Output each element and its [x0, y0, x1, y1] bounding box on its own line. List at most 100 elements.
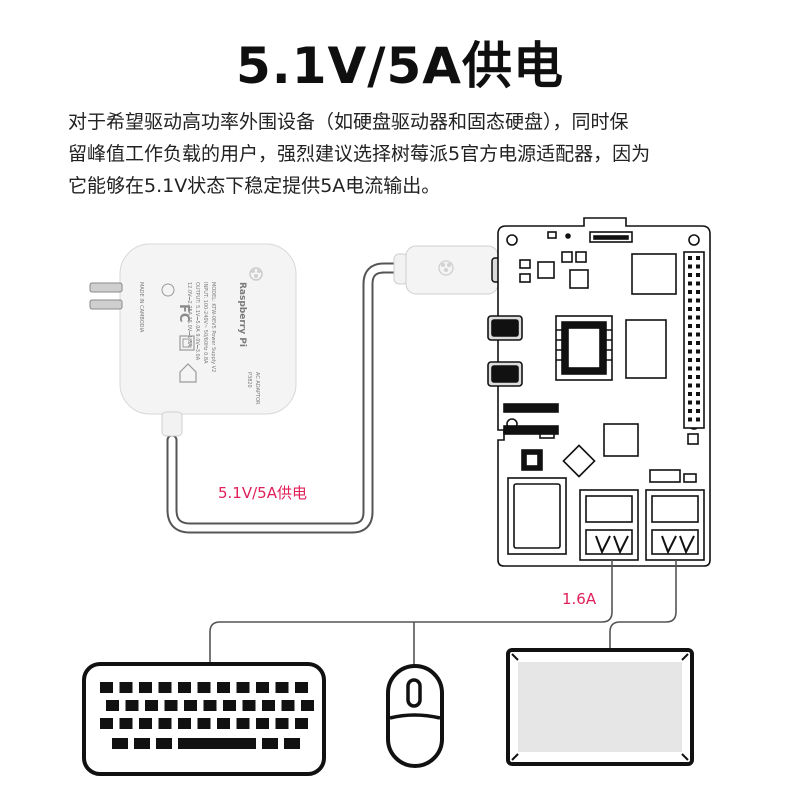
gpio-pin: [696, 264, 700, 269]
keyboard-key: [119, 718, 133, 729]
gpio-pin: [688, 264, 692, 269]
adapter-side-2: P3820: [246, 372, 252, 388]
gpio-pin: [688, 375, 692, 379]
gpio-pin: [696, 307, 700, 311]
keyboard-key: [134, 738, 150, 749]
gpio-pin: [696, 409, 700, 413]
gpio-pin: [696, 290, 700, 294]
gpio-pin: [688, 366, 692, 371]
gpio-pin: [688, 273, 692, 277]
plug-prong-bottom: [89, 299, 123, 310]
keyboard-key: [139, 682, 152, 693]
usb-cables: [209, 560, 677, 664]
gpio-pin: [696, 324, 700, 328]
keyboard-key: [217, 682, 230, 693]
gpio-pin: [696, 349, 700, 354]
gpio-pin: [696, 341, 700, 345]
gpio-pin: [688, 341, 692, 345]
gpio-pin: [688, 383, 692, 388]
keyboard-icon: [82, 662, 326, 776]
keyboard-key: [158, 718, 172, 729]
keyboard-key: [256, 718, 269, 729]
adapter-spec-1: INPUT: 100-240V~ 50/60Hz 0.8A: [202, 282, 208, 364]
keyboard-key: [178, 738, 256, 749]
keyboard-key: [284, 738, 300, 749]
gpio-pin: [696, 256, 700, 260]
gpio-pin: [688, 358, 692, 362]
gpio-pin: [696, 375, 700, 379]
keyboard-key: [217, 718, 230, 729]
keyboard-key: [203, 700, 217, 711]
keyboard-key: [256, 682, 269, 693]
raspberry-pi-board: [487, 217, 711, 567]
keyboard-key: [178, 718, 191, 729]
keyboard-key: [223, 700, 236, 711]
ul-mark-icon: [161, 283, 175, 297]
keyboard-key: [112, 738, 128, 749]
keyboard-key: [158, 682, 172, 693]
gpio-pin: [696, 392, 700, 396]
keyboard-key: [242, 700, 256, 711]
gpio-pin: [696, 400, 700, 405]
adapter-side-1: AC ADAPTOR: [254, 372, 260, 405]
power-cable: [166, 262, 404, 534]
gpio-pin: [688, 290, 692, 294]
fcc-mark-icon: FC: [176, 304, 191, 322]
keyboard-key: [197, 682, 211, 693]
gpio-pin: [696, 332, 700, 337]
gpio-pin: [688, 298, 692, 303]
adapter-spec-2: OUTPUT: 5.1V⎓5.0A 9.0V⎓3.0A: [194, 282, 200, 361]
gpio-pin: [696, 383, 700, 388]
keyboard-key: [139, 718, 152, 729]
display-icon: [506, 648, 694, 766]
description-line-2: 留峰值工作负载的用户，强烈建议选择树莓派5官方电源适配器，因为: [68, 143, 651, 165]
adapter-origin: MADE IN CAMBODIA: [138, 282, 144, 333]
gpio-pin: [688, 392, 692, 396]
keyboard-key: [100, 718, 113, 729]
raspberry-logo-small: [438, 260, 454, 276]
keyboard-key: [156, 738, 172, 749]
gpio-pin: [696, 298, 700, 303]
keyboard-key: [236, 718, 250, 729]
power-line-label: 5.1V/5A供电: [218, 484, 307, 502]
power-adapter: Raspberry Pi MODEL: KTW-0EV5 Power Suppl…: [89, 243, 297, 437]
keyboard-key: [106, 700, 119, 711]
usb-port-pair-left: [579, 489, 639, 561]
keyboard-key: [100, 682, 113, 693]
page-title: 5.1V/5A供电: [235, 37, 565, 95]
raspberry-logo: [249, 267, 263, 281]
keyboard-key: [301, 700, 314, 711]
gpio-pin: [696, 358, 700, 362]
keyboard-key: [275, 718, 289, 729]
mouse-icon: [386, 664, 444, 768]
keyboard-key: [145, 700, 158, 711]
gpio-pin: [696, 281, 700, 286]
gpio-pin: [688, 281, 692, 286]
keyboard-key: [236, 682, 250, 693]
adapter-model: MODEL: KTW-0EV5 Power Supply V2: [210, 282, 216, 372]
usb-port-pair-right: [645, 489, 705, 561]
class2-mark-icon: [179, 335, 195, 351]
gpio-pin: [696, 273, 700, 277]
gpio-pin: [688, 256, 692, 260]
plug-prong-top: [89, 282, 123, 293]
gpio-pins: [688, 256, 700, 422]
gpio-pin: [688, 307, 692, 311]
usb-line-label: 1.6A: [562, 590, 597, 608]
gpio-pin: [696, 417, 700, 422]
keyboard-key: [125, 700, 139, 711]
keyboard-key: [178, 682, 191, 693]
description-line-3: 它能够在5.1V状态下稳定提供5A电流输出。: [68, 175, 441, 197]
gpio-pin: [696, 366, 700, 371]
description: 对于希望驱动高功率外围设备（如硬盘驱动器和固态硬盘），同时保 留峰值工作负载的用…: [68, 106, 748, 202]
description-line-1: 对于希望驱动高功率外围设备（如硬盘驱动器和固态硬盘），同时保: [68, 111, 629, 133]
indoor-use-icon: [179, 363, 197, 383]
keyboard-key: [262, 738, 278, 749]
keyboard-key: [281, 700, 295, 711]
keyboard-key: [164, 700, 178, 711]
keyboard-key: [197, 718, 211, 729]
gpio-pin: [688, 349, 692, 354]
gpio-pin: [688, 409, 692, 413]
keyboard-key: [295, 718, 308, 729]
